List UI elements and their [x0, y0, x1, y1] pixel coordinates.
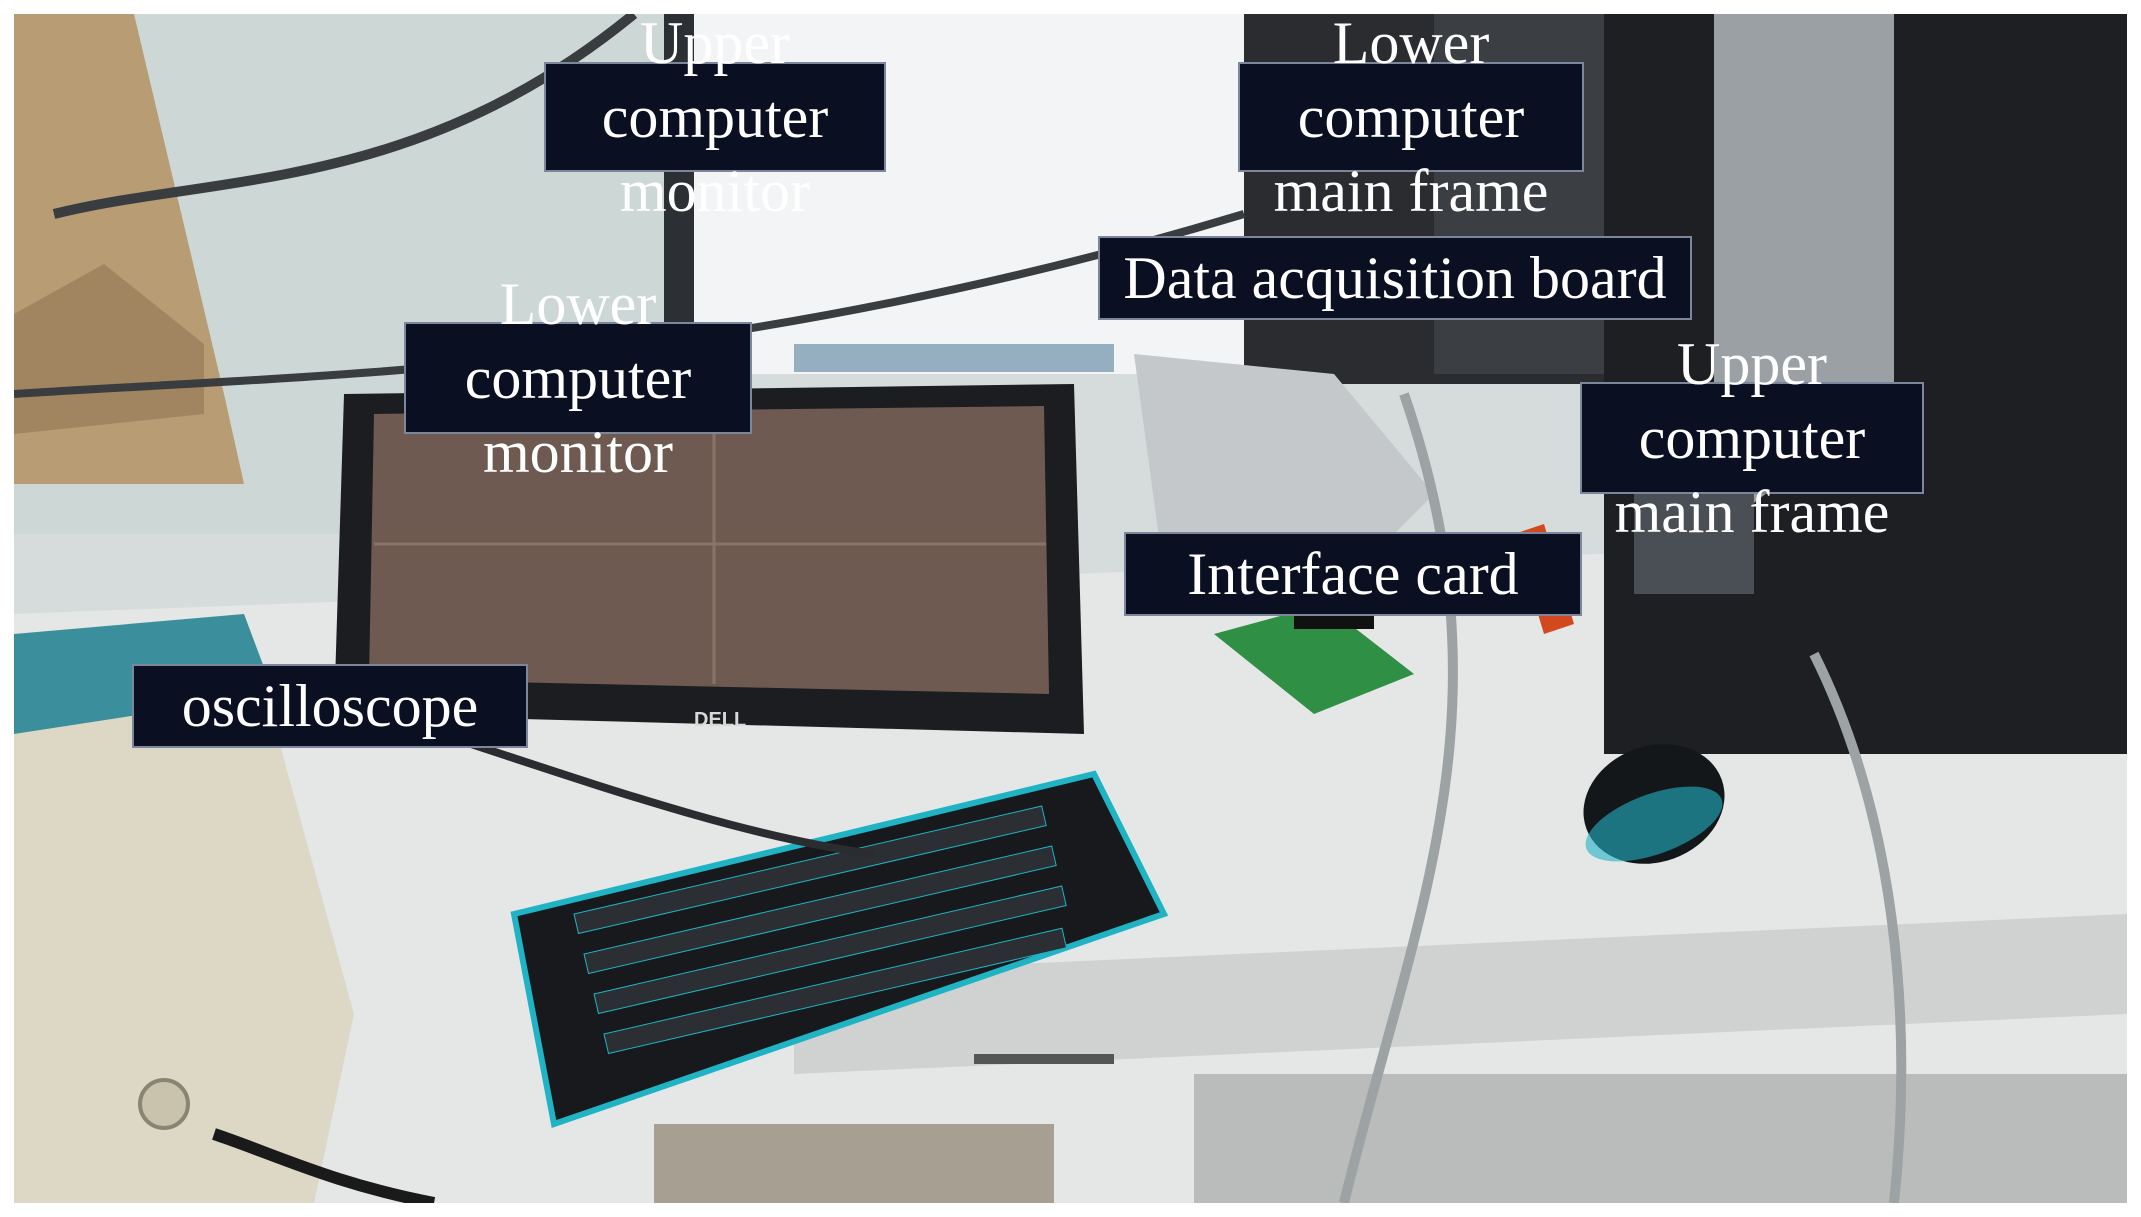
probe-cable: [212, 1128, 436, 1203]
mouse-accent: [1585, 786, 1723, 862]
cable: [1339, 392, 1458, 1203]
label-upper-computer-monitor: Upper computer monitor: [544, 14, 886, 224]
floor-area: [654, 1124, 1054, 1203]
lower-monitor-screen: [369, 406, 1049, 694]
photo-frame: DELL Upper computer monitor Lower com: [14, 14, 2127, 1203]
keyboard-keys: [573, 805, 1068, 1055]
cable: [1809, 651, 1907, 1203]
drawer-handle: [974, 1054, 1114, 1064]
desk-front-panel: [1194, 1074, 2127, 1203]
label-lower-computer-monitor: Lower computer monitor: [404, 271, 752, 485]
upper-monitor-taskbar: [794, 344, 1114, 372]
label-interface-card: Interface card: [1124, 532, 1582, 616]
lab-setup-photo: DELL: [14, 14, 2127, 1203]
label-oscilloscope: oscilloscope: [132, 664, 528, 748]
oscilloscope-knob: [138, 1078, 190, 1130]
oscilloscope-body: [14, 614, 354, 1203]
label-data-acquisition-board: Data acquisition board: [1098, 236, 1692, 320]
interface-card-board: [1214, 604, 1414, 714]
keyboard-accent: [510, 770, 1169, 1128]
cable: [52, 14, 638, 219]
label-upper-computer-main-frame: Upper computer main frame: [1580, 331, 1924, 545]
desk-drawer-edge: [794, 914, 2127, 1074]
monitor-brand: DELL: [694, 709, 746, 731]
label-lower-computer-main-frame: Lower computer main frame: [1238, 14, 1584, 224]
